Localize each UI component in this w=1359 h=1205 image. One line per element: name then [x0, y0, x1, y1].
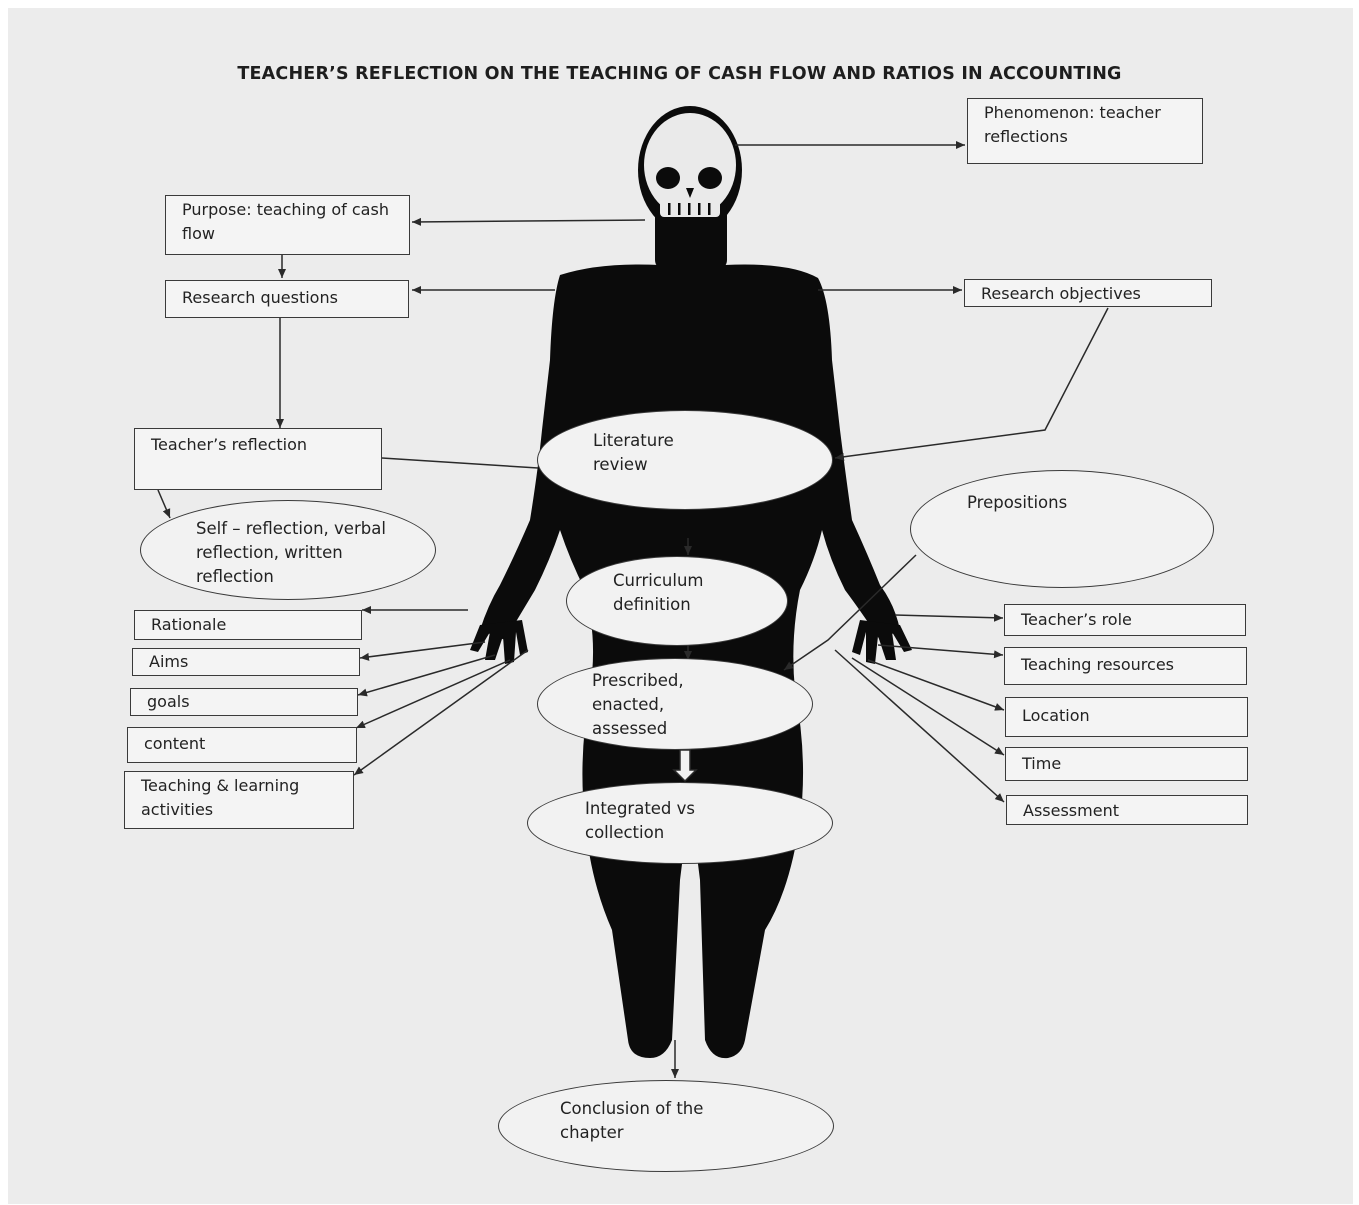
research-objectives-box: Research objectives: [964, 279, 1212, 307]
integrated-label: Integrated vs collection: [585, 799, 696, 842]
arrow-to-teachers-role: [894, 613, 1004, 622]
prescribed-label: Prescribed, enacted, assessed: [592, 671, 684, 738]
teaching-resources-box: Teaching resources: [1004, 647, 1247, 685]
rationale-box: Rationale: [134, 610, 362, 640]
goals-box: goals: [130, 688, 358, 716]
teachers-role-box: Teacher’s role: [1004, 604, 1246, 636]
self-reflection-oval: Self – reflection, verbal reflection, wr…: [140, 500, 436, 600]
content-box: content: [127, 727, 357, 763]
conclusion-oval: Conclusion of the chapter: [498, 1080, 834, 1172]
time-box: Time: [1005, 747, 1248, 781]
location-box: Location: [1005, 697, 1248, 737]
page-title: TEACHER’S REFLECTION ON THE TEACHING OF …: [237, 64, 1122, 84]
arrow-to-content: [355, 659, 511, 729]
hollow-arrow-to-integrated: [672, 749, 698, 783]
phenomenon-box: Phenomenon: teacher reflections: [967, 98, 1203, 164]
purpose-box: Purpose: teaching of cash flow: [165, 195, 410, 255]
self-reflection-label: Self – reflection, verbal reflection, wr…: [196, 519, 386, 586]
arrow-to-assessment: [834, 649, 1005, 803]
prepositions-label: Prepositions: [967, 493, 1068, 512]
prepositions-oval: Prepositions: [910, 470, 1214, 588]
teaching-learning-box: Teaching & learning activities: [124, 771, 354, 829]
arrow-to-teaching-learning: [353, 649, 529, 776]
research-questions-box: Research questions: [165, 280, 409, 318]
literature-review-oval: Literature review: [537, 410, 833, 510]
conclusion-label: Conclusion of the chapter: [560, 1099, 704, 1142]
arrow-to-location: [867, 659, 1005, 711]
arrow-to-time: [851, 657, 1005, 756]
literature-review-label: Literature review: [593, 431, 674, 474]
arrow-to-goals: [357, 654, 496, 697]
arrow-to-purpose: [411, 217, 646, 226]
arrow-to-aims: [359, 641, 486, 661]
aims-box: Aims: [132, 648, 360, 676]
prescribed-oval: Prescribed, enacted, assessed: [537, 658, 813, 750]
integrated-oval: Integrated vs collection: [527, 782, 833, 864]
arrow-to-teaching-resources: [877, 644, 1004, 659]
line-reflection-to-literature: [381, 457, 539, 469]
assessment-box: Assessment: [1006, 795, 1248, 825]
curriculum-definition-oval: Curriculum definition: [566, 556, 788, 646]
arrow-prepositions-to-prescribed: [783, 554, 917, 671]
teachers-reflection-box: Teacher’s reflection: [134, 428, 382, 490]
arrow-to-self-reflection: [157, 489, 171, 519]
curriculum-definition-label: Curriculum definition: [613, 571, 704, 614]
arrow-objectives-to-literature: [834, 307, 1109, 461]
